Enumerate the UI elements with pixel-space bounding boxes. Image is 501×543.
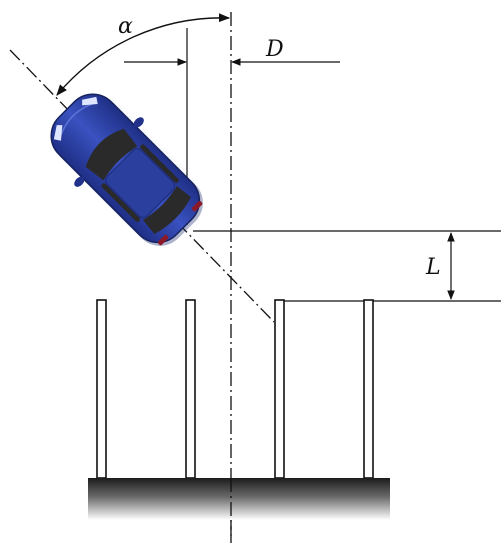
car-mirror-left xyxy=(74,176,85,187)
slot-divider-3 xyxy=(274,299,285,479)
car-mirror-right xyxy=(133,117,144,128)
offset-label: D xyxy=(265,37,284,62)
angle-arc xyxy=(56,13,231,96)
car-axis-line xyxy=(9,49,275,323)
car-roof xyxy=(105,148,175,218)
slot-divider-4 xyxy=(363,299,374,479)
slot-divider-1 xyxy=(96,299,107,479)
slot-divider-2 xyxy=(185,299,196,479)
car xyxy=(50,93,203,246)
car-windshield xyxy=(85,128,138,181)
angle-label: α xyxy=(118,14,133,39)
car-rear-window xyxy=(142,185,192,235)
length-label: L xyxy=(425,255,441,280)
curb xyxy=(88,478,390,520)
